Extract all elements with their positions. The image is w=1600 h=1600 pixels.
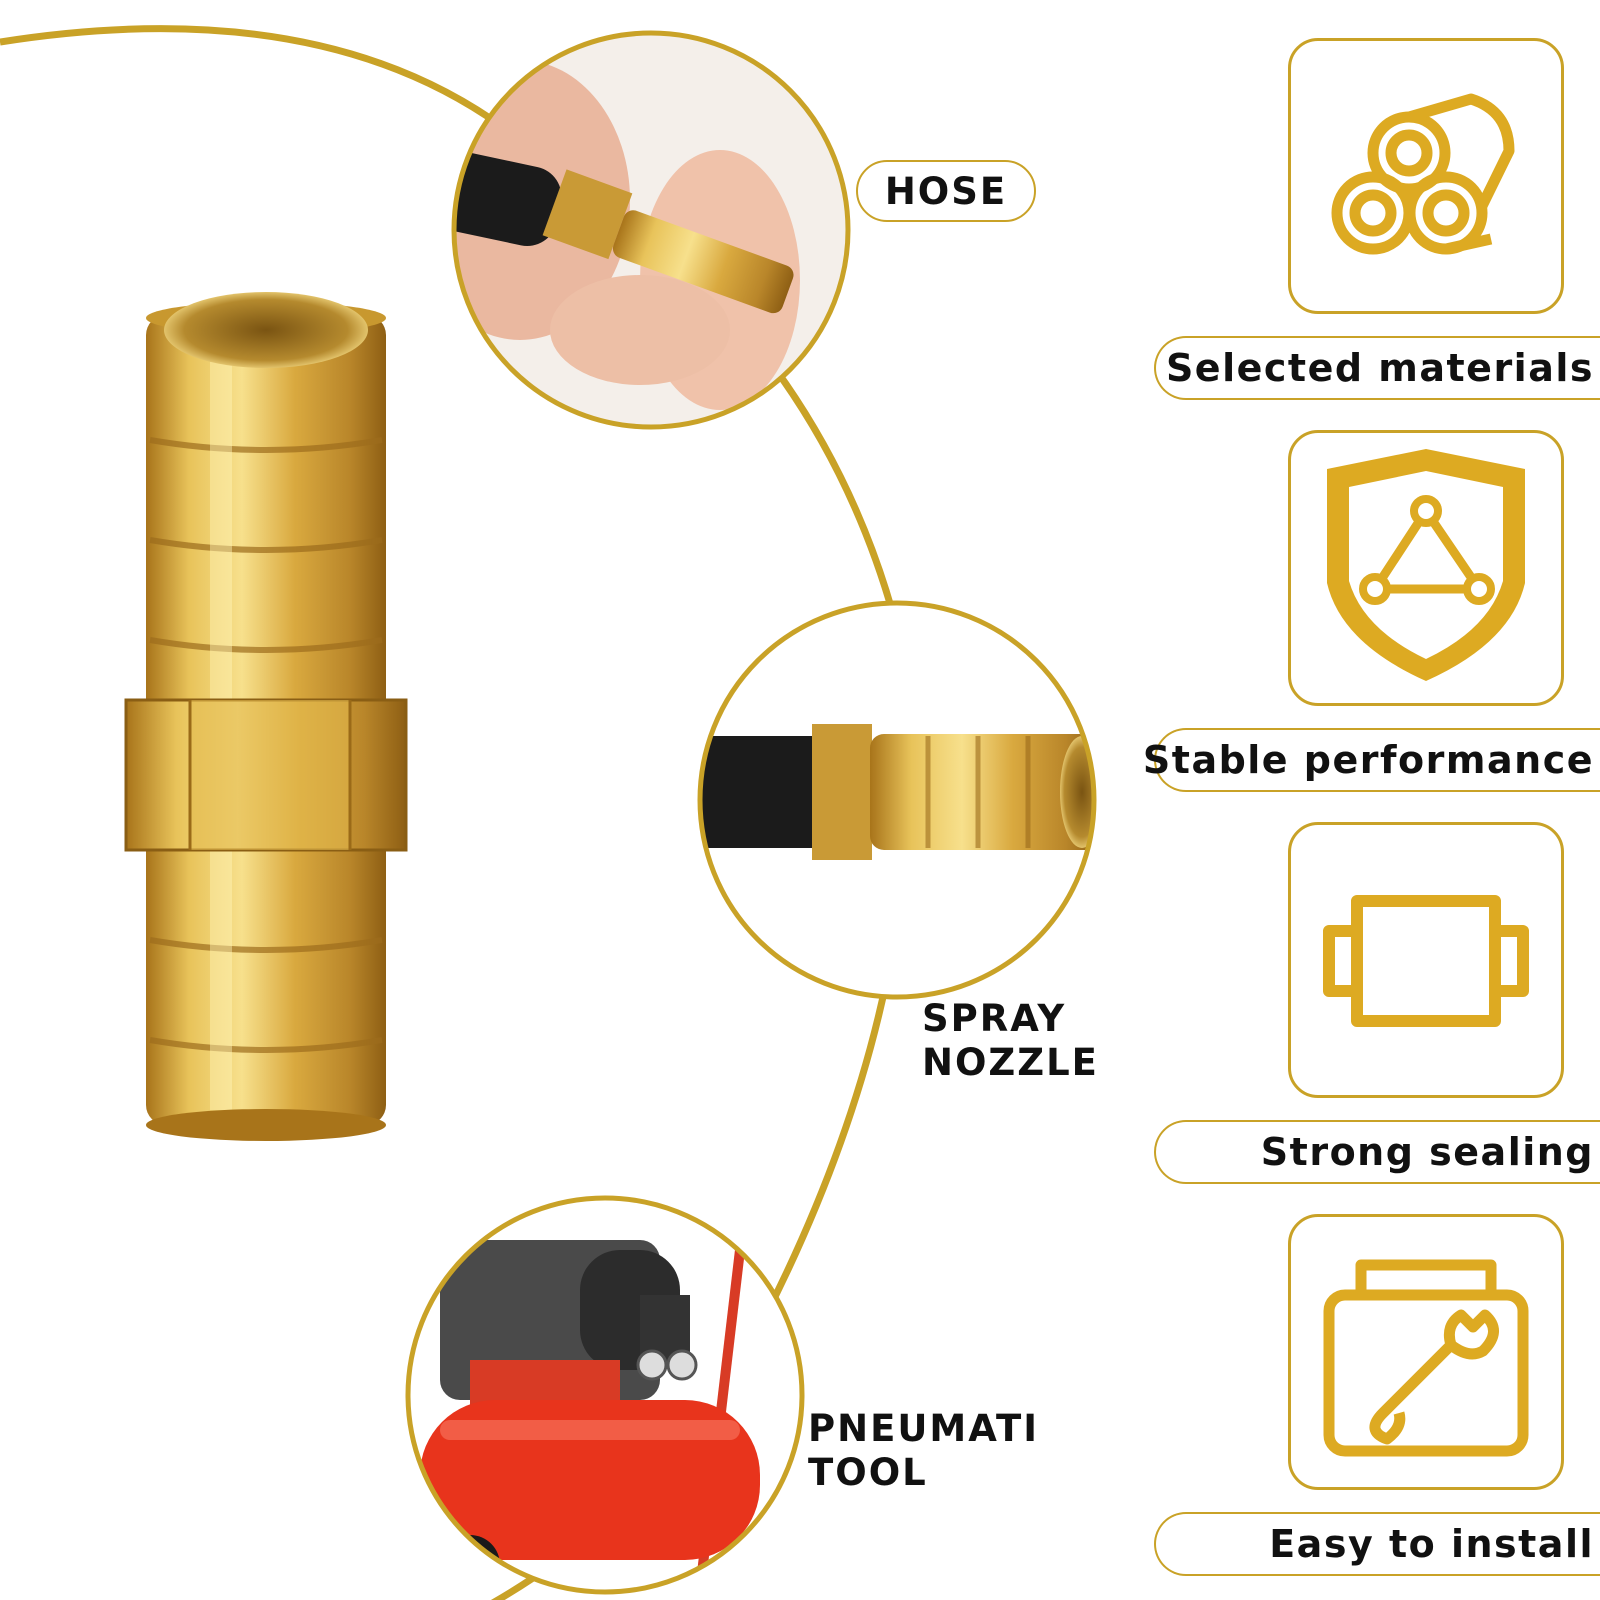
feature-sealing-label-pill: Strong sealing xyxy=(1154,1120,1600,1184)
air-compressor-photo xyxy=(408,1198,802,1592)
pipes-icon xyxy=(1331,93,1515,255)
feature-materials-label: Selected materials xyxy=(1165,346,1594,390)
feature-sealing-box xyxy=(1288,822,1564,1098)
seal-icon xyxy=(1323,895,1529,1027)
hose-label-pill: HOSE xyxy=(856,160,1036,222)
hose-photo xyxy=(454,33,848,427)
feature-performance-box xyxy=(1288,430,1564,706)
wrench-icon xyxy=(1323,1259,1529,1457)
pneumatic-tool-label: PNEUMATI TOOL xyxy=(808,1407,1039,1494)
feature-install-box xyxy=(1288,1214,1564,1490)
hose-label: HOSE xyxy=(884,169,1008,213)
spray-nozzle-label: SPRAY NOZZLE xyxy=(922,997,1099,1084)
feature-performance-label-pill: Stable performance xyxy=(1143,728,1600,792)
feature-sealing-label: Strong sealing xyxy=(1260,1130,1594,1174)
nozzle-photo xyxy=(700,603,1094,997)
feature-materials-label-pill: Selected materials xyxy=(1154,336,1600,400)
feature-install-label-pill: Easy to install xyxy=(1154,1512,1600,1576)
feature-install-label: Easy to install xyxy=(1269,1522,1594,1566)
feature-materials-box xyxy=(1288,38,1564,314)
brass-coupling-image xyxy=(124,292,408,1141)
feature-performance-label: Stable performance xyxy=(1142,738,1594,782)
shield-icon xyxy=(1327,449,1525,681)
